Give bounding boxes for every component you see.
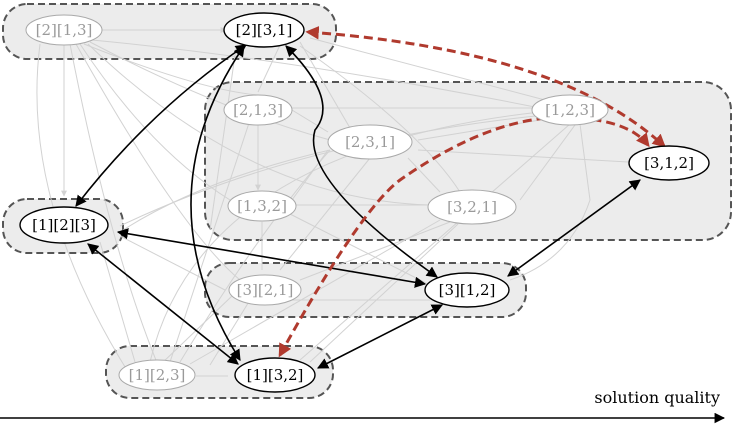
red-dashed-edges — [278, 26, 666, 358]
node-2-31-label: [2][3,1] — [236, 21, 293, 39]
node-3-21-label: [3][2,1] — [237, 281, 294, 299]
node-1-2-3[interactable]: [1][2][3] — [19, 206, 109, 244]
node-213-label: [2,1,3] — [233, 101, 283, 119]
node-3-21[interactable]: [3][2,1] — [228, 274, 302, 306]
node-3-12[interactable]: [3][1,2] — [424, 272, 510, 308]
red-edge-1_32-to-123-312 — [278, 115, 650, 358]
edge-1_2_3-to-1_32 — [87, 243, 239, 365]
node-231-label: [2,3,1] — [345, 133, 395, 151]
node-132-label: [1,3,2] — [237, 197, 287, 215]
node-1-23[interactable]: [1][2,3] — [118, 359, 196, 391]
node-213[interactable]: [2,1,3] — [223, 94, 293, 126]
node-2-31[interactable]: [2][3,1] — [223, 12, 305, 48]
node-1-32-label: [1][3,2] — [247, 366, 304, 384]
node-312[interactable]: [3,1,2] — [628, 145, 710, 181]
node-1-32[interactable]: [1][3,2] — [234, 357, 316, 393]
node-2-13-label: [2][1,3] — [36, 21, 93, 39]
red-edge-2_31-to-312 — [305, 26, 666, 148]
node-1-2-3-label: [1][2][3] — [32, 216, 96, 234]
edge-231-to-1_2_3 — [75, 44, 247, 207]
node-1-23-label: [1][2,3] — [129, 366, 186, 384]
node-132[interactable]: [1,3,2] — [227, 190, 297, 222]
node-123[interactable]: [1,2,3] — [531, 94, 609, 126]
node-312-label: [3,1,2] — [644, 154, 694, 172]
node-2-13[interactable]: [2][1,3] — [25, 14, 103, 46]
quality-axis-label: solution quality — [594, 388, 720, 407]
node-321-label: [3,2,1] — [447, 198, 497, 216]
node-3-12-label: [3][1,2] — [439, 281, 496, 299]
node-123-label: [1,2,3] — [545, 101, 595, 119]
node-231[interactable]: [2,3,1] — [327, 124, 413, 160]
node-321[interactable]: [3,2,1] — [427, 189, 517, 225]
